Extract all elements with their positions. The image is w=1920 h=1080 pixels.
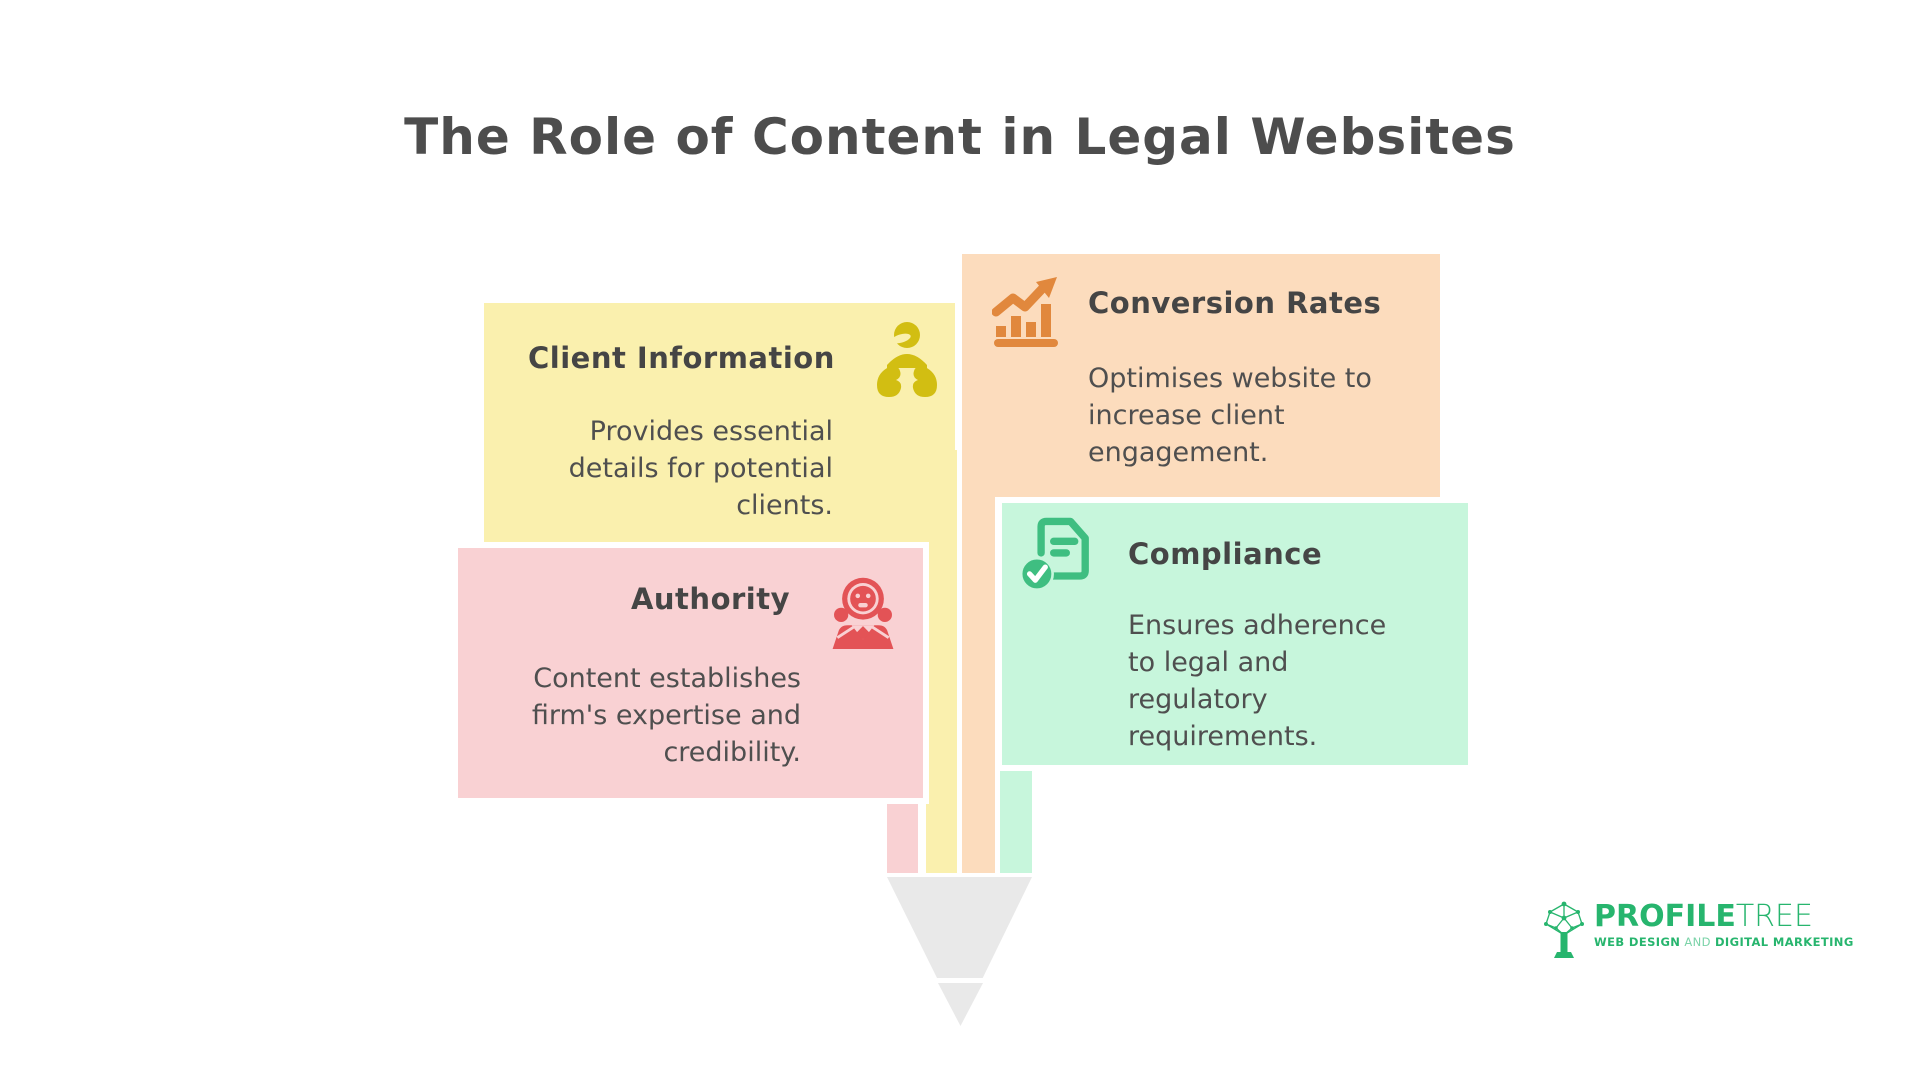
document-check-icon xyxy=(1019,513,1100,601)
judge-icon xyxy=(825,574,901,654)
profiletree-tree-icon xyxy=(1543,901,1585,965)
card-heading: Authority xyxy=(630,582,790,616)
brand-tagline: WEB DESIGN AND DIGITAL MARKETING xyxy=(1594,935,1854,949)
card-body: Ensures adherence to legal and regulator… xyxy=(1128,610,1387,752)
pencil-body xyxy=(887,877,1032,978)
card-heading: Compliance xyxy=(1128,537,1323,571)
card-authority: Authority Content establishes firm's exp… xyxy=(452,542,929,804)
profiletree-logo: PROFILETREE WEB DESIGN AND DIGITAL MARKE… xyxy=(1543,901,1854,965)
card-heading: Client Information xyxy=(528,341,835,375)
card-body: Optimises website to increase client eng… xyxy=(1088,363,1372,468)
client-care-icon xyxy=(875,321,939,405)
growth-bar-chart-icon xyxy=(991,276,1064,354)
card-body: Provides essential details for potential… xyxy=(568,416,833,521)
card-client-information: Client Information Provides essential de… xyxy=(484,303,955,545)
brand-name: PROFILETREE xyxy=(1594,899,1813,934)
card-conversion-rates: Conversion Rates Optimises website to in… xyxy=(962,254,1440,497)
card-heading: Conversion Rates xyxy=(1088,286,1382,320)
pencil-tip-icon xyxy=(938,983,983,1026)
page-title: The Role of Content in Legal Websites xyxy=(404,108,1516,166)
card-body: Content establishes firm's expertise and… xyxy=(531,663,801,768)
card-compliance: Compliance Ensures adherence to legal an… xyxy=(996,497,1474,771)
